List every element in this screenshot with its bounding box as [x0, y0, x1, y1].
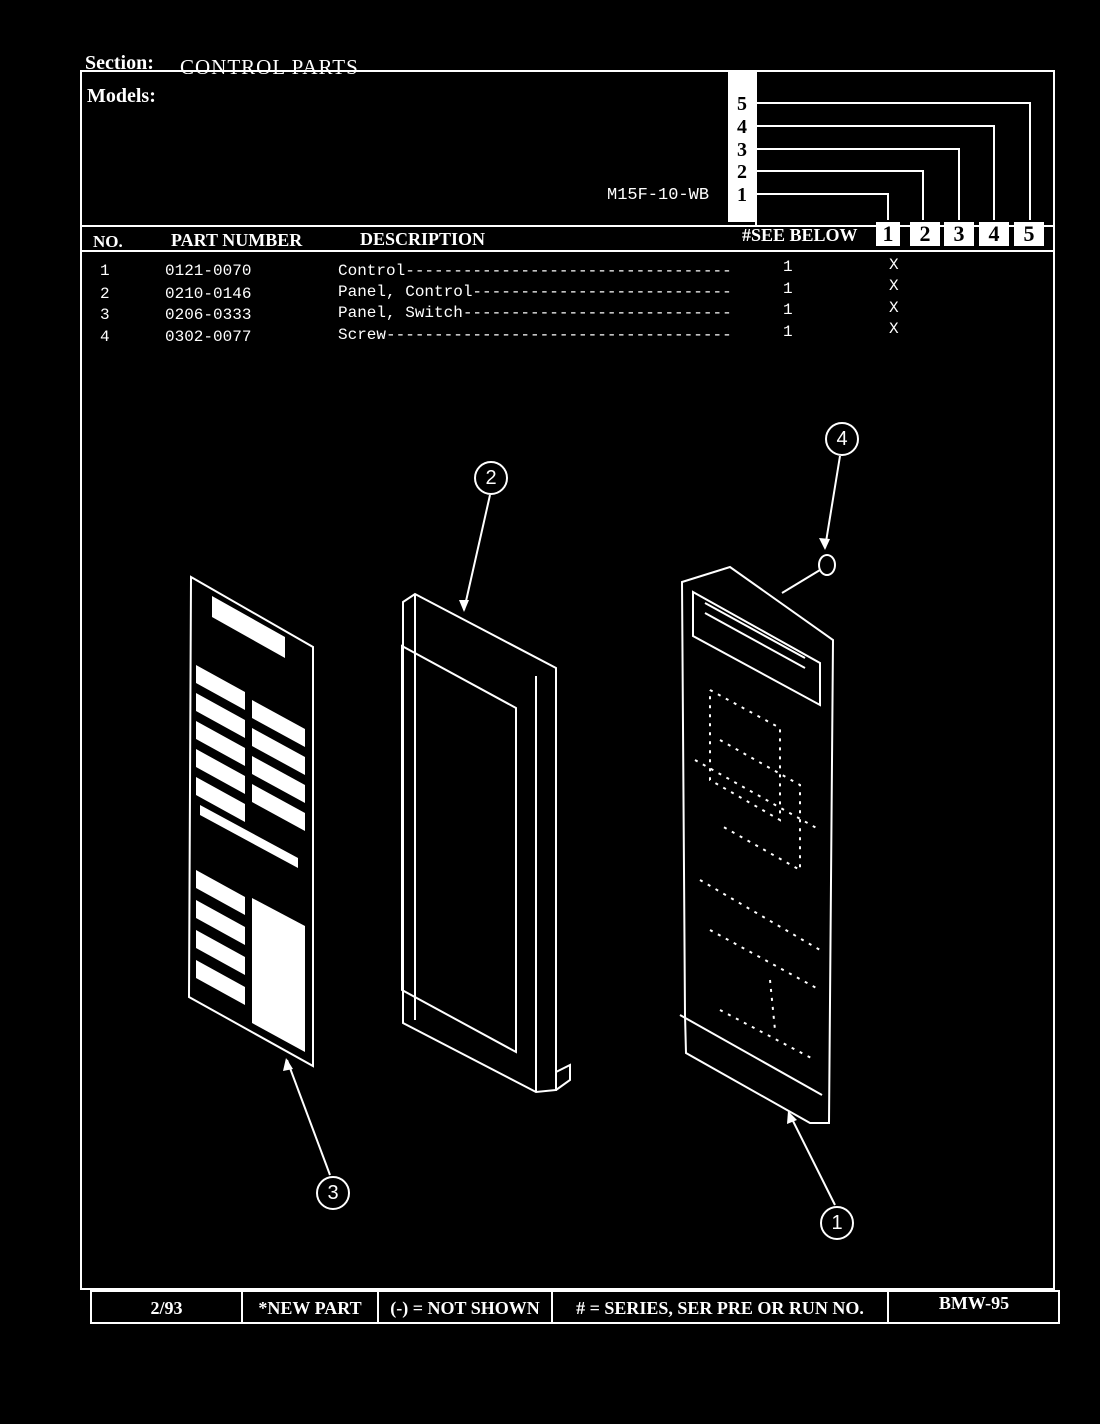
- series-col-4: 4: [979, 222, 1009, 246]
- row-2-desc: Panel, Control--------------------------…: [338, 283, 732, 301]
- row-4-no: 4: [100, 328, 110, 346]
- control-circuit-board: [679, 565, 835, 1124]
- series-box-5: 5: [731, 93, 753, 115]
- control-panel-frame: [401, 592, 571, 1094]
- callout-3: 3: [316, 1176, 350, 1210]
- model-name: M15F-10-WB: [607, 186, 710, 205]
- row-3-desc: Panel, Switch---------------------------…: [338, 304, 732, 322]
- series-col-1: 1: [876, 222, 900, 246]
- switch-panel-overlay: [187, 575, 314, 1068]
- series-box-4: 4: [731, 116, 753, 138]
- row-1-mark: X: [889, 256, 899, 274]
- row-4-mark: X: [889, 320, 899, 338]
- row-2-qty: 1: [783, 280, 793, 298]
- screw: [781, 554, 836, 594]
- col-header-see-below: #SEE BELOW: [742, 225, 858, 245]
- row-4-qty: 1: [783, 323, 793, 341]
- series-col-2: 2: [910, 222, 940, 246]
- footer-code: BMW-95: [938, 1293, 1010, 1313]
- footer-not-shown: (-) = NOT SHOWN: [379, 1292, 553, 1322]
- row-3-part: 0206-0333: [165, 306, 252, 324]
- col-header-no: NO.: [93, 232, 123, 251]
- models-label: Models:: [87, 85, 156, 107]
- page-frame: [80, 70, 1055, 1290]
- col-header-part-number: PART NUMBER: [171, 230, 303, 250]
- column-header-divider: [80, 250, 1055, 252]
- row-3-mark: X: [889, 299, 899, 317]
- row-2-part: 0210-0146: [165, 285, 252, 303]
- series-box-3: 3: [731, 139, 753, 161]
- footer-series-note: # = SERIES, SER PRE OR RUN NO.: [553, 1292, 889, 1322]
- series-box-1: 1: [731, 184, 753, 206]
- callout-4: 4: [825, 422, 859, 456]
- row-1-no: 1: [100, 262, 110, 280]
- row-1-part: 0121-0070: [165, 262, 252, 280]
- row-4-part: 0302-0077: [165, 328, 252, 346]
- row-4-desc: Screw-----------------------------------…: [338, 326, 732, 344]
- series-col-3: 3: [944, 222, 974, 246]
- series-connector-lines: [755, 102, 1031, 220]
- header-divider: [80, 225, 1055, 227]
- section-title: CONTROL PARTS: [180, 55, 359, 79]
- row-2-no: 2: [100, 285, 110, 303]
- footer-date: 2/93: [92, 1292, 243, 1322]
- footer-new-part: *NEW PART: [243, 1292, 379, 1322]
- section-label: Section:: [85, 52, 154, 74]
- row-3-no: 3: [100, 306, 110, 324]
- col-header-description: DESCRIPTION: [360, 229, 486, 249]
- row-1-desc: Control---------------------------------…: [338, 262, 732, 280]
- callout-1: 1: [820, 1206, 854, 1240]
- footer-bar: 2/93 *NEW PART (-) = NOT SHOWN # = SERIE…: [90, 1290, 1060, 1324]
- series-box-2: 2: [731, 161, 753, 183]
- row-2-mark: X: [889, 277, 899, 295]
- row-3-qty: 1: [783, 301, 793, 319]
- series-col-5: 5: [1014, 222, 1044, 246]
- row-1-qty: 1: [783, 258, 793, 276]
- callout-2: 2: [474, 461, 508, 495]
- exploded-parts-diagram: [187, 455, 841, 1206]
